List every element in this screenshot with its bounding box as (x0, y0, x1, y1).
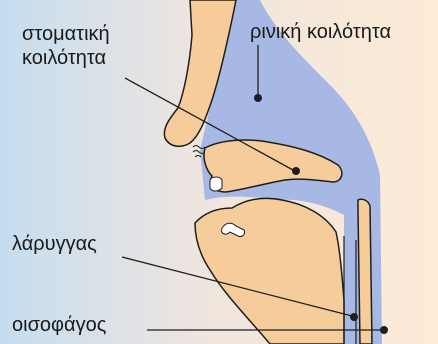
label-oral-cavity-line2: κοιλότητα (22, 46, 110, 70)
upper-tooth (210, 177, 222, 191)
label-nasal-cavity: ρινική κοιλότητα (250, 20, 391, 44)
label-oral-cavity: στοματική κοιλότητα (22, 22, 110, 70)
spine (358, 199, 372, 344)
dot-oral-cavity (292, 167, 300, 175)
label-esophagus: οισοφάγος (12, 313, 106, 337)
dot-larynx (350, 313, 358, 321)
dot-nasal-cavity (254, 94, 262, 102)
dot-esophagus (380, 326, 388, 334)
label-oral-cavity-line1: στοματική (22, 22, 110, 46)
label-larynx: λάρυγγας (12, 232, 97, 256)
